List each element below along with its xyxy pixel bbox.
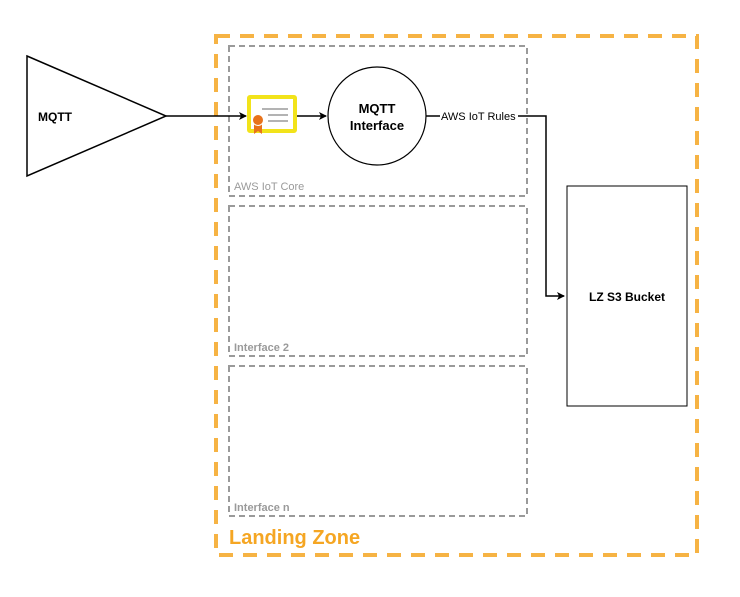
mqtt-interface-label-line1: MQTT	[359, 101, 396, 116]
edge-label-iot-rules: AWS IoT Rules	[441, 111, 516, 123]
group-interface-2	[228, 205, 528, 357]
s3-bucket-node[interactable]	[566, 185, 688, 407]
mqtt-source-node[interactable]	[26, 54, 168, 178]
group-interface-n	[228, 365, 528, 517]
landing-zone-label: Landing Zone	[229, 527, 360, 549]
group-interface-2-label: Interface 2	[234, 342, 289, 354]
certificate-icon[interactable]	[247, 95, 297, 134]
mqtt-interface-node[interactable]	[327, 66, 427, 166]
mqtt-source-label: MQTT	[38, 110, 73, 124]
mqtt-interface-label-line2: Interface	[350, 118, 404, 133]
group-aws-iot-core-label: AWS IoT Core	[234, 181, 304, 193]
landing-zone-container	[214, 34, 699, 557]
group-aws-iot-core	[228, 45, 528, 197]
s3-bucket-label: LZ S3 Bucket	[589, 290, 665, 304]
group-interface-n-label: Interface n	[234, 502, 290, 514]
edge-label-background	[440, 110, 518, 123]
